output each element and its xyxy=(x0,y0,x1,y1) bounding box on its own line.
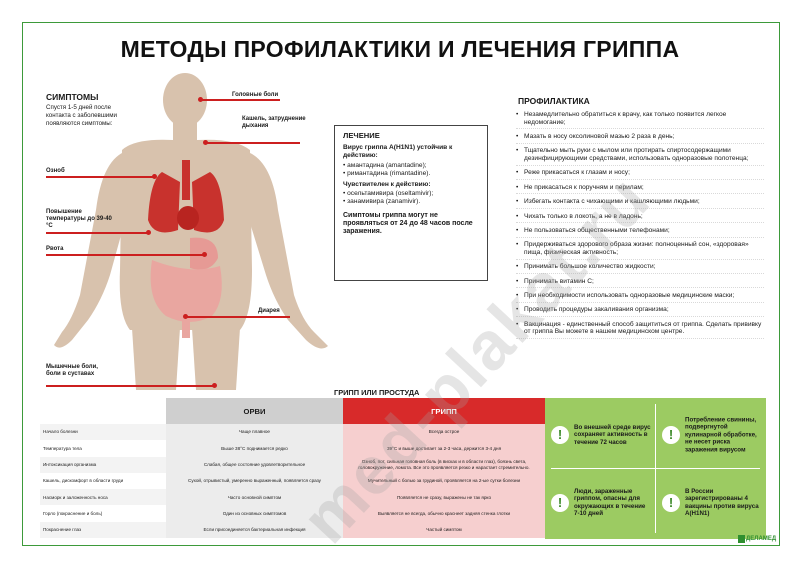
symptom-muscle-pain: Мышечные боли, боли в суставах xyxy=(46,364,98,377)
exclamation-icon: ! xyxy=(551,494,569,512)
row-label: Покраснение глаз xyxy=(40,521,166,539)
table-row: Интоксикация организма Слабая, общее сос… xyxy=(40,456,545,473)
poster-frame xyxy=(22,22,780,546)
orvi-cell: Часто основной симптом xyxy=(166,489,343,506)
table-row: Начало болезни Чаще плавное Всегда остро… xyxy=(40,424,545,441)
list-item: Принимать витамин С; xyxy=(516,278,764,289)
table-header-orvi: ОРВИ xyxy=(166,398,343,424)
grip-cell: Мучительный с болью за грудиной, проявля… xyxy=(343,472,545,490)
row-label: Температура тела xyxy=(43,445,82,451)
list-item: Вакцинация - единственный способ защитит… xyxy=(516,321,764,340)
list-item: Тщательно мыть руки с мылом или протират… xyxy=(516,147,764,166)
list-item: Не пользоваться общественными телефонами… xyxy=(516,227,764,238)
resistant-heading: Вирус гриппа А(H1N1) устойчив к действию… xyxy=(343,144,453,160)
list-item: Мазать в носу оксолиновой мазью 2 раза в… xyxy=(516,133,764,144)
human-body-figure xyxy=(54,73,328,390)
exclamation-icon: ! xyxy=(662,426,680,444)
fact-card: ! Потребление свинины, подвергнутой кули… xyxy=(662,404,762,466)
orvi-cell: Если присоединяется бактериальная инфекц… xyxy=(166,521,343,539)
resistant-list: амантадина (amantadine); римантадина (ri… xyxy=(343,162,479,178)
table-row: Кашель, дискомфорт в области груди Сухой… xyxy=(40,472,545,490)
row-label: Насморк и заложенность носа xyxy=(40,489,166,506)
left-lung xyxy=(148,172,180,233)
symptom-diarrhea: Диарея xyxy=(258,308,280,314)
symptom-headache: Головные боли xyxy=(232,92,279,98)
grip-cell: Всегда острое xyxy=(343,424,545,441)
prevention-list: Незамедлительно обратиться к врачу, как … xyxy=(516,111,764,343)
fact-card: ! Люди, зараженные гриппом, опасны для о… xyxy=(551,472,651,534)
table-row: Покраснение глаз Если присоединяется бак… xyxy=(40,521,545,539)
sensitive-heading: Чувствителен к действию: xyxy=(343,181,431,189)
grip-cell: 39°С и выше достигает за 2-3 часа, держи… xyxy=(343,440,545,457)
list-item: амантадина (amantadine); xyxy=(343,162,479,170)
page-title: МЕТОДЫ ПРОФИЛАКТИКИ И ЛЕЧЕНИЯ ГРИППА xyxy=(120,36,680,62)
orvi-cell: Один из основных симптомов xyxy=(166,505,343,522)
fact-card: ! В России зарегистрированы 4 вакцины пр… xyxy=(662,472,762,534)
table-row: Насморк и заложенность носа Часто основн… xyxy=(40,489,545,506)
orvi-cell: Выше 38°С поднимается редко xyxy=(166,440,343,457)
comparison-table: ОРВИ ГРИПП Начало болезни Чаще плавное В… xyxy=(40,398,545,539)
list-item: осельтамивира (oseltamivir); xyxy=(343,190,479,198)
treatment-box: ЛЕЧЕНИЕ Вирус гриппа А(H1N1) устойчив к … xyxy=(334,125,488,281)
row-label: Начало болезни xyxy=(40,424,166,441)
symptom-chills: Озноб xyxy=(46,168,65,174)
symptom-fever: Повышение температуры до 39-40 °С xyxy=(46,209,112,229)
facts-panel: ! Во внешней среде вирус сохраняет актив… xyxy=(545,398,766,539)
symptoms-heading: СИМПТОМЫ xyxy=(46,92,99,102)
table-row: Температура тела Выше 38°С поднимается р… xyxy=(40,440,545,457)
list-item: При необходимости использовать одноразов… xyxy=(516,292,764,303)
fact-card: ! Во внешней среде вирус сохраняет актив… xyxy=(551,404,651,466)
grip-cell: Озноб, пот, сильная головная боль (в вис… xyxy=(343,456,545,473)
comparison-heading: ГРИПП ИЛИ ПРОСТУДА xyxy=(334,388,420,397)
table-row: Горло (покраснение и боль) Один из основ… xyxy=(40,505,545,522)
list-item: занамивира (zanamivir). xyxy=(343,198,479,206)
right-lung xyxy=(192,172,224,233)
table-header-blank xyxy=(40,398,166,424)
orvi-cell: Чаще плавное xyxy=(166,424,343,441)
prevention-heading: ПРОФИЛАКТИКА xyxy=(518,96,590,106)
orvi-cell: Сухой, отрывистый, умеренно выраженный, … xyxy=(166,472,343,490)
logo-icon xyxy=(738,535,745,543)
row-label: Горло (покраснение и боль) xyxy=(43,510,103,516)
orvi-cell: Слабая, общее состояние удовлетворительн… xyxy=(166,456,343,473)
row-label: Кашель, дискомфорт в области груди xyxy=(43,478,124,484)
fact-text: В России зарегистрированы 4 вакцины прот… xyxy=(685,488,759,518)
list-item: Чихать только в локоть, а не в ладонь; xyxy=(516,213,764,224)
list-item: Принимать большое количество жидкости; xyxy=(516,263,764,274)
symptom-vomiting: Рвота xyxy=(46,246,64,252)
list-item: Не прикасаться к поручням и перилам; xyxy=(516,184,764,195)
grip-cell: Появляется не сразу, выражены не так ярк… xyxy=(343,489,545,506)
list-item: Избегать контакта с чихающими и кашляющи… xyxy=(516,198,764,209)
grip-cell: Выявляется не всегда, обычно краснеет за… xyxy=(343,505,545,522)
table-header-grip: ГРИПП xyxy=(343,398,545,424)
list-item: Реже прикасаться к глазам и носу; xyxy=(516,169,764,180)
symptoms-intro: Спустя 1-5 дней после контакта с заболев… xyxy=(46,104,117,127)
fact-text: Во внешней среде вирус сохраняет активно… xyxy=(574,423,651,446)
fact-text: Люди, зараженные гриппом, опасны для окр… xyxy=(574,488,646,518)
list-item: Проводить процедуры закаливания организм… xyxy=(516,306,764,318)
exclamation-icon: ! xyxy=(662,494,680,512)
list-item: Незамедлительно обратиться к врачу, как … xyxy=(516,111,764,130)
list-item: Придерживаться здорового образа жизни: п… xyxy=(516,241,764,260)
grip-cell: Частый симптом xyxy=(343,521,545,539)
sensitive-list: осельтамивира (oseltamivir); занамивира … xyxy=(343,190,479,206)
brand-logo: ДЕЛАМЕД xyxy=(746,536,777,542)
row-label: Интоксикация организма xyxy=(40,456,166,473)
incubation-warning: Симптомы гриппа могут не проявляться от … xyxy=(343,211,473,236)
symptom-cough: Кашель, затруднение дыхания xyxy=(242,116,306,129)
fact-text: Потребление свинины, подвергнутой кулина… xyxy=(685,416,757,454)
list-item: римантадина (rimantadine). xyxy=(343,170,479,178)
exclamation-icon: ! xyxy=(551,426,569,444)
treatment-heading: ЛЕЧЕНИЕ xyxy=(343,131,380,140)
